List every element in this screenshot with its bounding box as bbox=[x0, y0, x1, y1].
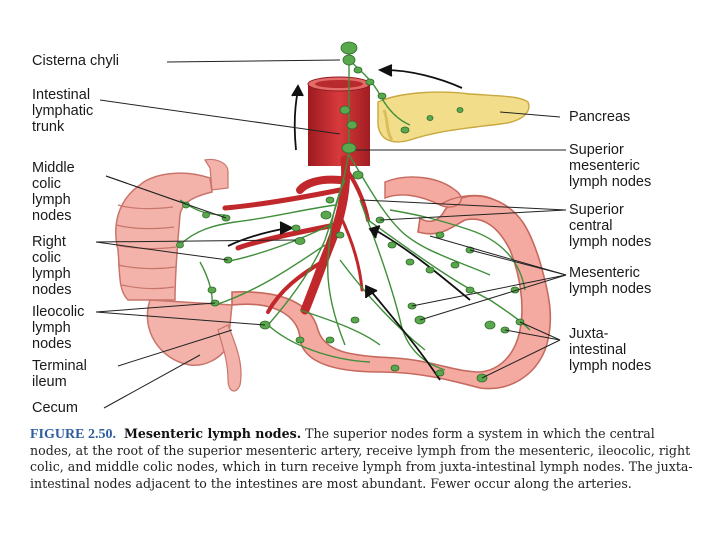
label-ileocolic-lymph-nodes: Ileocolic lymph nodes bbox=[32, 304, 84, 352]
appendix-shape bbox=[218, 325, 241, 391]
label-right-colic-lymph-nodes: Right colic lymph nodes bbox=[32, 234, 72, 298]
figure-caption: FIGURE 2.50. Mesenteric lymph nodes. The… bbox=[30, 426, 700, 492]
label-middle-colic-lymph-nodes: Middle colic lymph nodes bbox=[32, 160, 75, 224]
label-mesenteric-lymph-nodes: Mesenteric lymph nodes bbox=[569, 265, 651, 297]
label-cisterna-chyli: Cisterna chyli bbox=[32, 53, 119, 69]
label-pancreas: Pancreas bbox=[569, 109, 630, 125]
figure-number: FIGURE 2.50. bbox=[30, 427, 116, 442]
aorta-segment bbox=[308, 77, 370, 166]
label-intestinal-lymphatic-trunk: Intestinal lymphatic trunk bbox=[32, 87, 93, 135]
figure-title: Mesenteric lymph nodes. bbox=[124, 426, 301, 441]
label-juxta-intestinal-lymph-nodes: Juxta- intestinal lymph nodes bbox=[569, 326, 651, 374]
ascending-colon bbox=[116, 160, 228, 301]
label-superior-mesenteric-lymph-nodes: Superior mesenteric lymph nodes bbox=[569, 142, 651, 190]
label-superior-central-lymph-nodes: Superior central lymph nodes bbox=[569, 202, 651, 250]
pancreas-shape bbox=[378, 92, 529, 142]
label-terminal-ileum: Terminal ileum bbox=[32, 358, 87, 390]
small-intestine bbox=[232, 177, 550, 389]
label-cecum: Cecum bbox=[32, 400, 78, 416]
